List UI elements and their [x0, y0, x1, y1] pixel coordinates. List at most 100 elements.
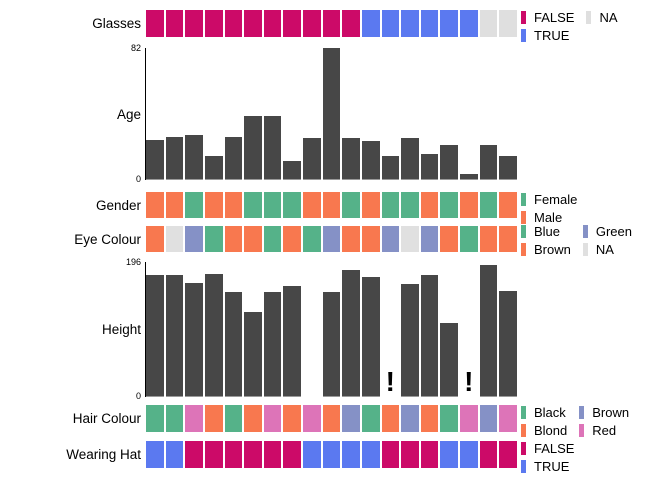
wearing-hat-cell [283, 441, 301, 468]
height-bar-slot [204, 262, 223, 397]
hair-colour-cell [401, 405, 419, 432]
age-bar-slot [460, 48, 478, 180]
wearing-hat-strip [146, 441, 517, 468]
glasses-cell [401, 10, 419, 37]
wearing-hat-cell [499, 441, 517, 468]
height-bar-slot [146, 262, 164, 397]
gender-cell [204, 192, 223, 218]
row-label-glasses: Glasses [92, 16, 141, 31]
gender-cell [165, 192, 184, 218]
hair-colour-strip [146, 405, 517, 432]
age-bar-slot [381, 48, 400, 180]
age-bar [420, 154, 439, 180]
gender-cell [303, 192, 321, 218]
glasses-cell [420, 10, 439, 37]
eye-colour-cell [303, 226, 321, 252]
height-axis-min-tick: 0 [135, 391, 141, 401]
glasses-legend: FALSE TRUE NA [521, 8, 618, 44]
hair-colour-cell [499, 405, 517, 432]
wearing-hat-cell [165, 441, 184, 468]
legend-swatch [521, 459, 526, 473]
age-bar [499, 155, 517, 180]
glasses-cell [263, 10, 282, 37]
gender-cell [499, 192, 517, 218]
legend-label: TRUE [534, 27, 570, 43]
age-bar [283, 160, 301, 180]
legend-swatch [521, 10, 526, 24]
eye-colour-cell [244, 226, 262, 252]
age-bar-slot [146, 48, 164, 180]
age-bar [381, 155, 400, 180]
hair-colour-cell [381, 405, 400, 432]
age-bar-slot [204, 48, 223, 180]
row-label-height: Height [101, 322, 141, 337]
gender-cell [342, 192, 360, 218]
eye-colour-cell [361, 226, 380, 252]
legend-label: FALSE [534, 9, 575, 25]
height-bar [165, 275, 184, 397]
eye-colour-cell [263, 226, 282, 252]
hair-colour-cell [244, 405, 262, 432]
hair-colour-cell [322, 405, 341, 432]
glasses-cell [381, 10, 400, 37]
height-bar-slot [244, 262, 262, 397]
age-bar [322, 48, 341, 180]
height-bar [440, 322, 458, 397]
gender-cell [224, 192, 243, 218]
wearing-hat-cell [303, 441, 321, 468]
glasses-cell [440, 10, 458, 37]
eye-colour-strip [146, 226, 517, 252]
height-bar [263, 291, 282, 397]
glasses-cell [204, 10, 223, 37]
legend-entry-true: TRUE [521, 457, 574, 475]
age-bar-slot [479, 48, 498, 180]
wearing-hat-cell [479, 441, 498, 468]
height-bar [322, 291, 341, 397]
glasses-cell [322, 10, 341, 37]
legend-swatch [586, 10, 592, 24]
legend-entry-na: NA [586, 8, 618, 26]
age-bar [204, 155, 223, 180]
gender-cell [401, 192, 419, 218]
missing-value-marker: ! [385, 366, 395, 397]
row-label-eye-colour: Eye Colour [74, 231, 141, 247]
gender-cell [381, 192, 400, 218]
eye-colour-cell [479, 226, 498, 252]
legend-label: Black [534, 404, 566, 420]
legend-entry-na: NA [582, 240, 632, 258]
height-bar-slot [185, 262, 203, 397]
glasses-cell [479, 10, 498, 37]
hair-colour-cell [204, 405, 223, 432]
eye-colour-cell [420, 226, 439, 252]
glasses-cell [185, 10, 203, 37]
height-bar-slot [361, 262, 380, 397]
wearing-hat-cell [342, 441, 360, 468]
legend-label: Blond [534, 422, 568, 438]
age-bar [185, 134, 203, 180]
height-bar-slot [303, 262, 321, 397]
hair-colour-cell [440, 405, 458, 432]
age-bar-slot [420, 48, 439, 180]
hair-colour-cell [283, 405, 301, 432]
hair-colour-cell [303, 405, 321, 432]
eye-colour-cell [165, 226, 184, 252]
legend-swatch [521, 224, 526, 238]
wearing-hat-cell [401, 441, 419, 468]
wearing-hat-cell [146, 441, 164, 468]
height-bar [401, 284, 419, 397]
legend-entry-blue: Blue [521, 222, 571, 240]
gender-cell [460, 192, 478, 218]
legend-entry-black: Black [521, 403, 567, 421]
height-bar-slot: ! [460, 262, 478, 397]
height-bar-slot [479, 262, 498, 397]
age-bar-chart [146, 48, 517, 180]
height-bar-slot [224, 262, 243, 397]
legend-swatch [579, 423, 585, 437]
eye-colour-cell [224, 226, 243, 252]
legend-label: FALSE [534, 440, 575, 456]
glasses-strip [146, 10, 517, 37]
age-y-axis [145, 48, 146, 180]
wearing-hat-cell [440, 441, 458, 468]
wearing-hat-cell [244, 441, 262, 468]
